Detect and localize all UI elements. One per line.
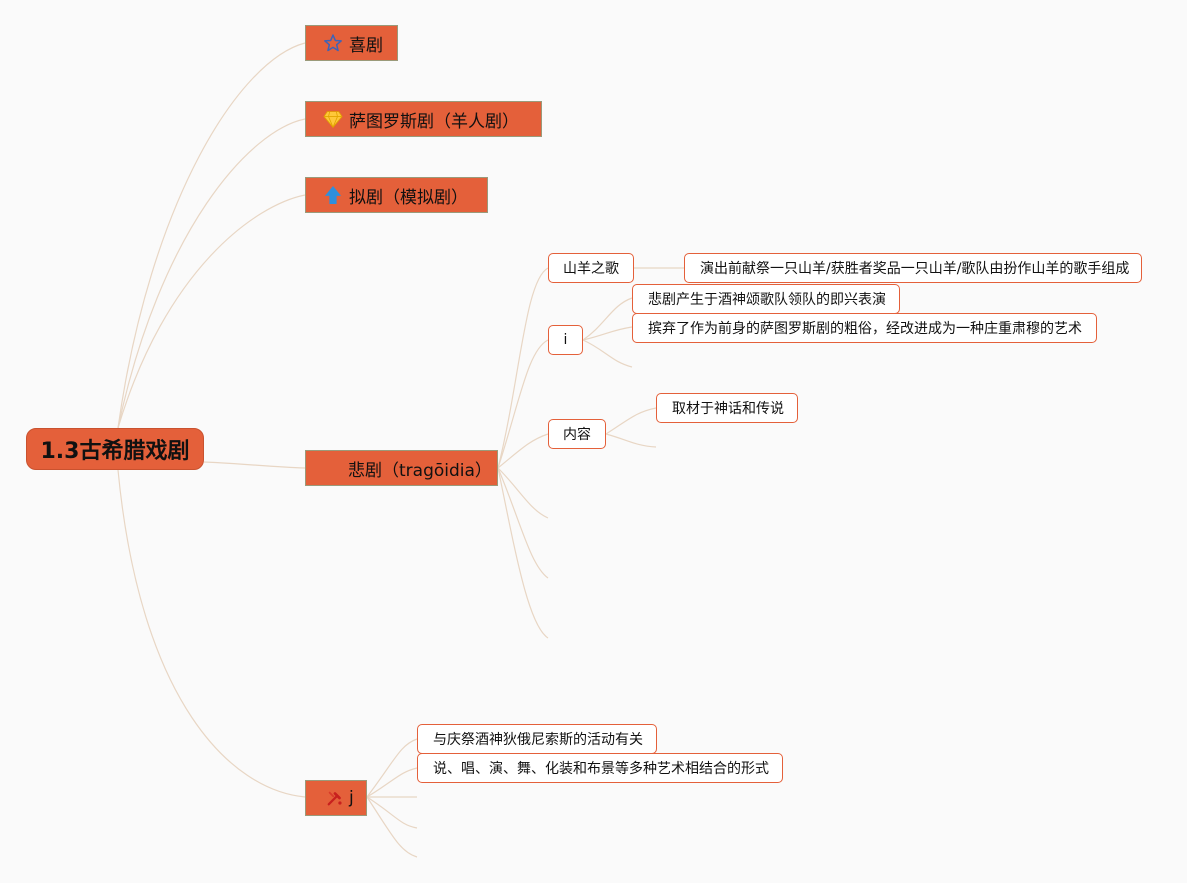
connector-tragedy-i (497, 339, 549, 469)
connector-root-tragedy (203, 461, 306, 469)
subtopic-i-label: i (563, 332, 568, 348)
branch-mime-label: 拟剧（模拟剧） (349, 187, 468, 208)
arrow-up-icon (322, 184, 344, 206)
branch-j-label: j (349, 788, 354, 808)
connector-j-detail-2 (366, 767, 418, 798)
detail-goat-song[interactable]: 演出前献祭一只山羊/获胜者奖品一只山羊/歌队由扮作山羊的歌手组成 (684, 253, 1142, 283)
connector-content-detail (605, 407, 657, 435)
diamond-icon (322, 108, 344, 130)
connector-tragedy-empty-2 (497, 467, 549, 579)
root-topic-label: 1.3古希腊戏剧 (40, 439, 190, 464)
connector-tragedy-empty-1 (497, 467, 549, 519)
subtopic-content-label: 内容 (563, 427, 591, 443)
connector-tragedy-empty-3 (497, 467, 549, 639)
detail-i-evolution[interactable]: 摈弃了作为前身的萨图罗斯剧的粗俗，经改进成为一种庄重肃穆的艺术 (632, 313, 1097, 343)
subtopic-content[interactable]: 内容 (548, 419, 606, 449)
branch-tragedy-label: 悲剧（tragōidia） (348, 460, 492, 481)
branch-satyr-play-label: 萨图罗斯剧（羊人剧） (349, 111, 519, 132)
branch-comedy-label: 喜剧 (349, 35, 383, 56)
detail-j-arts[interactable]: 说、唱、演、舞、化装和布景等多种艺术相结合的形式 (417, 753, 783, 783)
connector-root-satyr (117, 118, 306, 429)
connector-tragedy-goatsong (497, 267, 549, 469)
detail-j-dionysus[interactable]: 与庆祭酒神狄俄尼索斯的活动有关 (417, 724, 657, 754)
detail-j-dionysus-text: 与庆祭酒神狄俄尼索斯的活动有关 (433, 732, 643, 748)
connector-j-empty-3 (366, 796, 418, 858)
branch-tragedy[interactable]: 悲剧（tragōidia） (305, 450, 498, 486)
connector-i-empty (582, 339, 633, 368)
connector-j-detail-1 (366, 738, 418, 798)
connector-i-detail-2 (582, 326, 633, 341)
detail-i-origin-text: 悲剧产生于酒神颂歌队领队的即兴表演 (648, 292, 886, 308)
subtopic-goat-song[interactable]: 山羊之歌 (548, 253, 634, 283)
branch-comedy[interactable]: 喜剧 (305, 25, 398, 61)
detail-i-origin[interactable]: 悲剧产生于酒神颂歌队领队的即兴表演 (632, 284, 900, 314)
tools-icon (324, 787, 346, 809)
branch-satyr-play[interactable]: 萨图罗斯剧（羊人剧） (305, 101, 542, 137)
detail-i-evolution-text: 摈弃了作为前身的萨图罗斯剧的粗俗，经改进成为一种庄重肃穆的艺术 (648, 321, 1082, 337)
connector-root-mime (117, 194, 306, 429)
connector-root-j (117, 469, 306, 798)
connector-i-detail-1 (582, 297, 633, 341)
connector-j-empty-2 (366, 796, 418, 829)
root-topic[interactable]: 1.3古希腊戏剧 (26, 428, 204, 470)
detail-j-arts-text: 说、唱、演、舞、化装和布景等多种艺术相结合的形式 (433, 761, 769, 777)
connector-tragedy-content (497, 433, 549, 469)
subtopic-goat-song-label: 山羊之歌 (563, 261, 619, 277)
detail-content-source-text: 取材于神话和传说 (672, 401, 784, 417)
subtopic-i[interactable]: i (548, 325, 583, 355)
branch-mime[interactable]: 拟剧（模拟剧） (305, 177, 488, 213)
detail-content-source[interactable]: 取材于神话和传说 (656, 393, 798, 423)
connector-root-comedy (117, 42, 306, 429)
branch-j[interactable]: j (305, 780, 367, 816)
star-icon (322, 32, 344, 54)
connector-content-empty (605, 433, 657, 448)
detail-goat-song-text: 演出前献祭一只山羊/获胜者奖品一只山羊/歌队由扮作山羊的歌手组成 (700, 261, 1130, 277)
